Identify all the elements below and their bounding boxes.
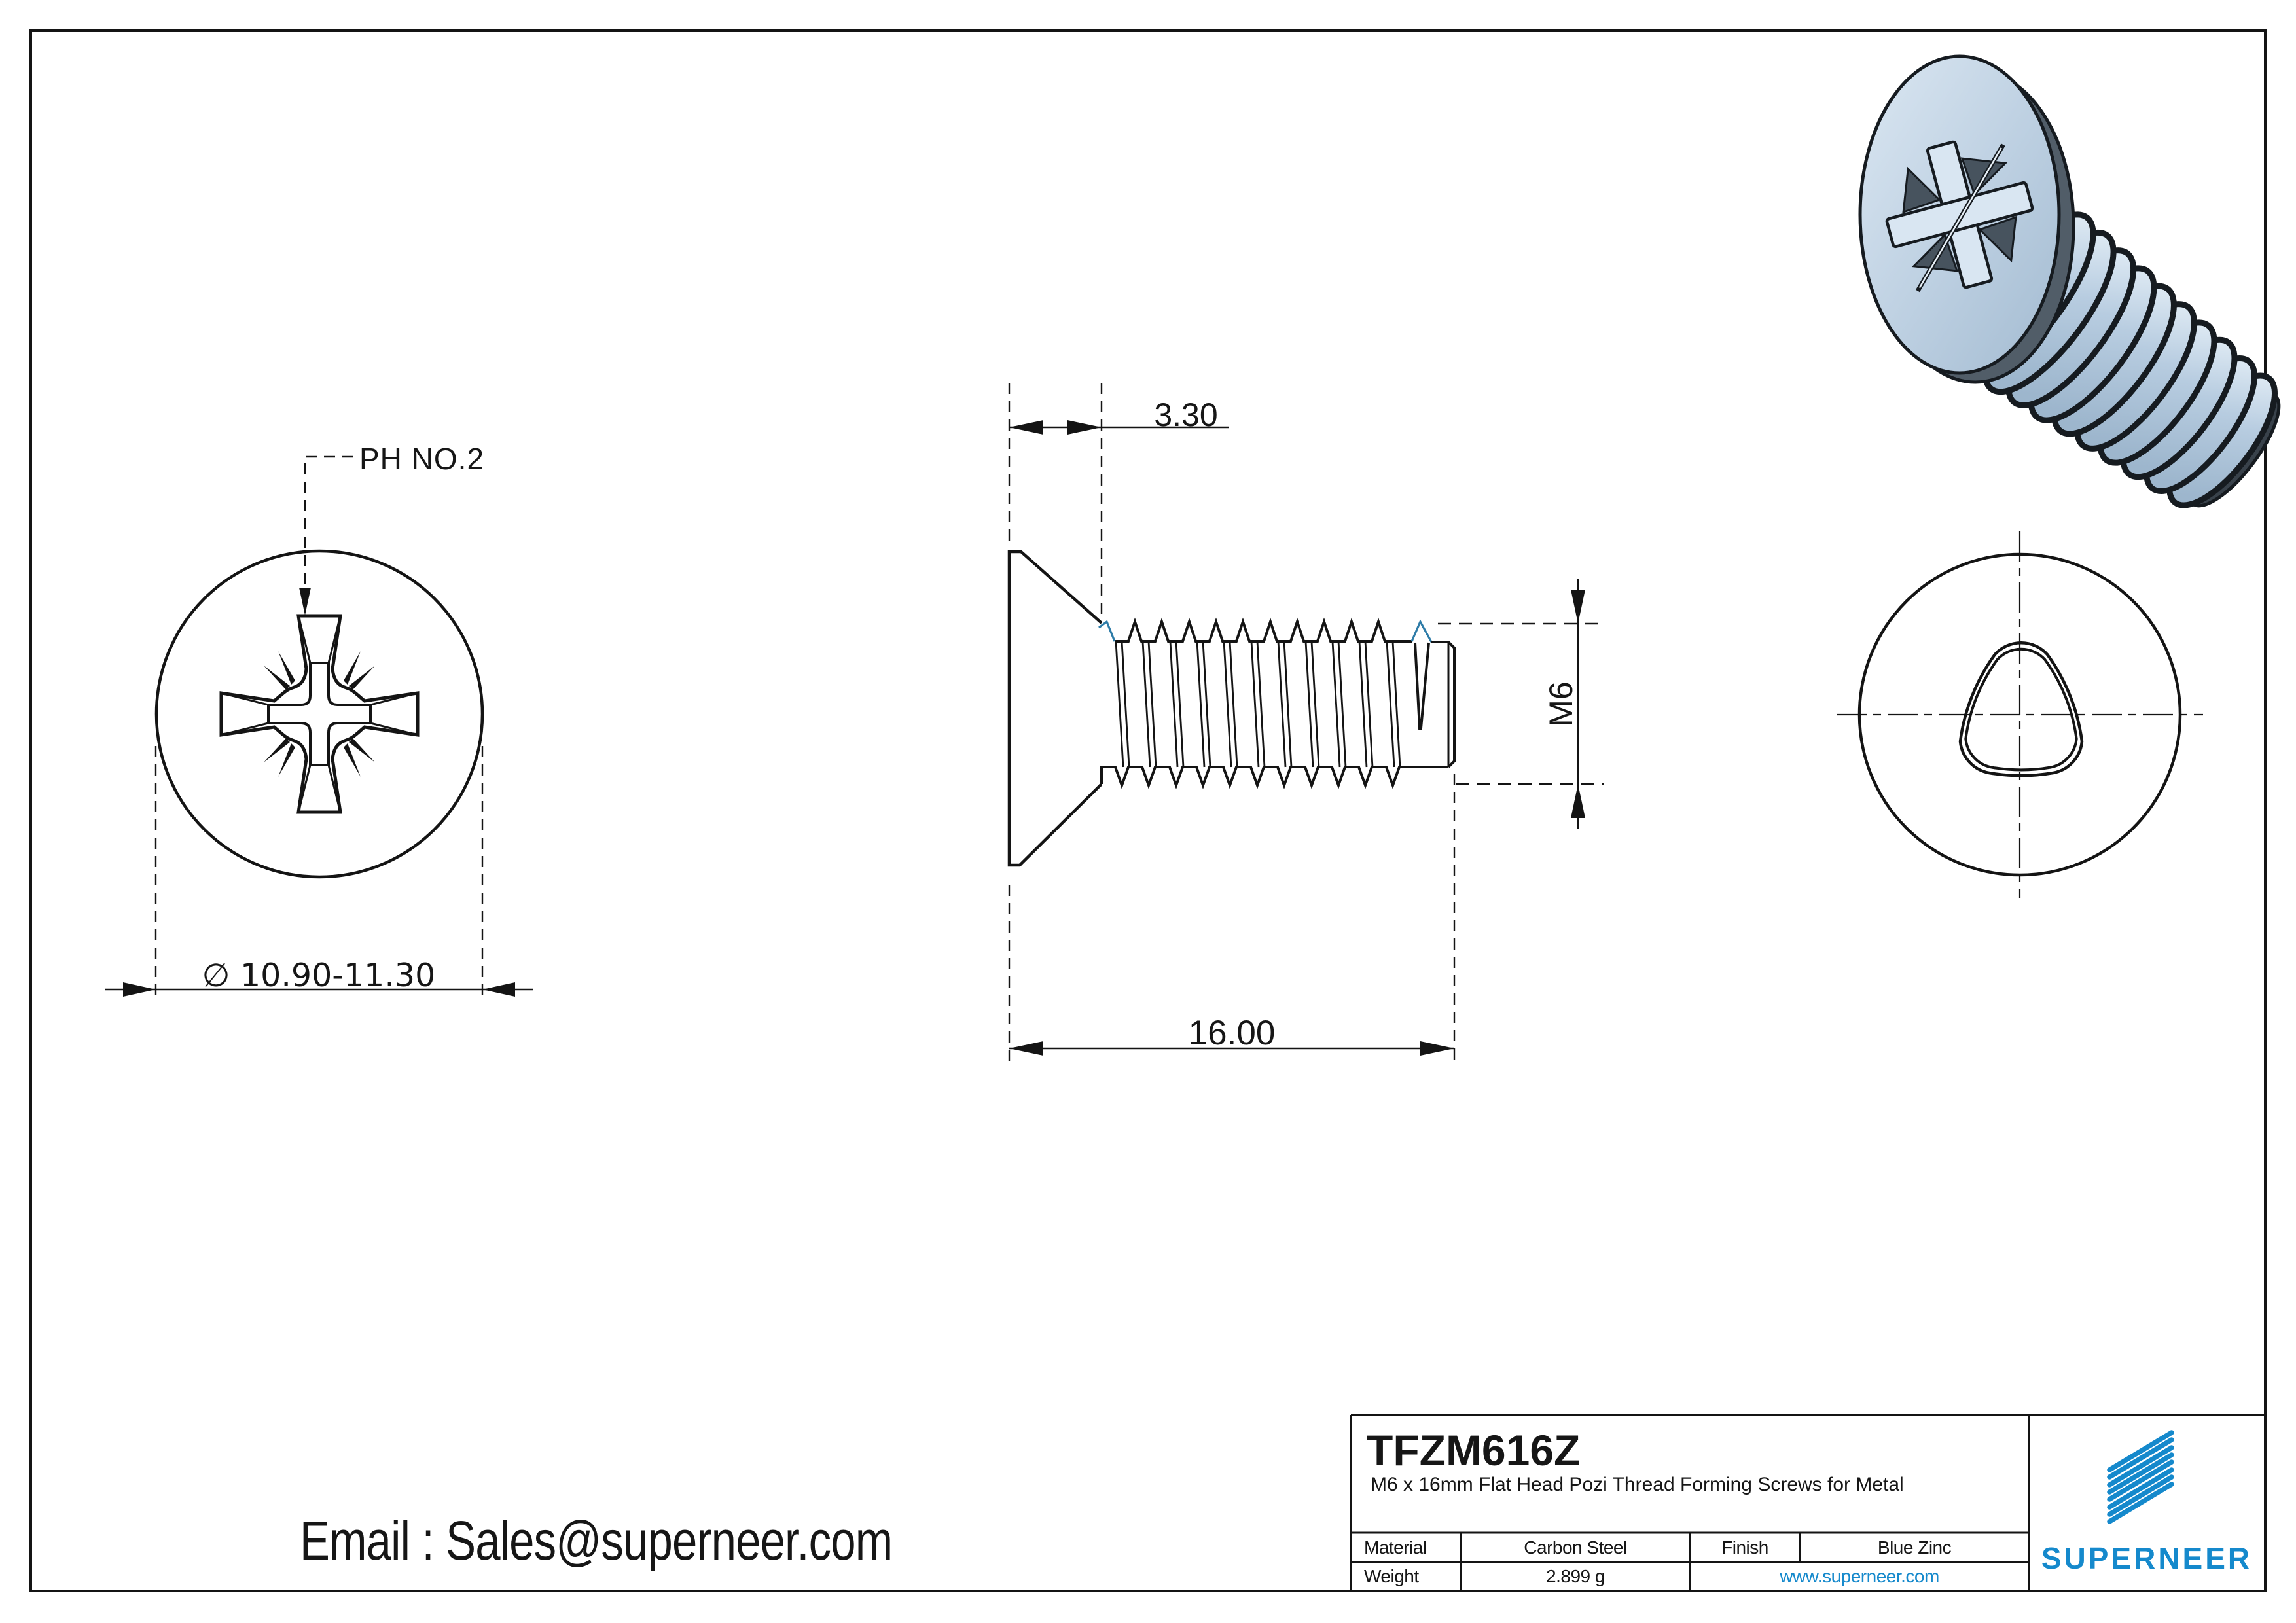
material-label: Material [1364, 1537, 1427, 1558]
email-text: Email : Sales@superneer.com [300, 1510, 893, 1571]
thread-runout-accents [1098, 619, 1433, 643]
material-value: Carbon Steel [1524, 1537, 1627, 1558]
head-diameter-dimension: ∅ 10.90-11.30 [202, 957, 436, 994]
superneer-logo-icon [2107, 1430, 2174, 1524]
thread-flank-lines [1115, 641, 1401, 768]
page-frame [29, 29, 2267, 1592]
thread-size-dimension: M6 [1543, 681, 1579, 727]
screw-3d-render [1858, 54, 2281, 508]
drive-type-label: PH NO.2 [359, 442, 485, 476]
brand-name: SUPERNEER [2041, 1541, 2253, 1575]
length-dimension: 16.00 [1188, 1014, 1276, 1052]
part-number: TFZM616Z [1367, 1426, 1581, 1474]
side-view-dimensions [1008, 383, 1604, 1065]
front-view-drawing [154, 549, 484, 879]
front-view-dimensions [105, 455, 533, 1001]
weight-value: 2.899 g [1546, 1566, 1605, 1586]
title-block-grid [1350, 1414, 2264, 1590]
website-link[interactable]: www.superneer.com [1780, 1566, 1939, 1586]
finish-value: Blue Zinc [1877, 1537, 1952, 1558]
center-lines [1837, 531, 2203, 898]
pozi-tick-marks [264, 651, 375, 777]
part-description: M6 x 16mm Flat Head Pozi Thread Forming … [1371, 1474, 1904, 1495]
back-view-drawing [1837, 531, 2203, 898]
pozi-recess-3d [1885, 140, 2034, 293]
weight-label: Weight [1364, 1566, 1419, 1586]
finish-label: Finish [1721, 1537, 1768, 1558]
side-view-drawing [1007, 550, 1456, 867]
head-height-dimension: 3.30 [1154, 397, 1218, 433]
